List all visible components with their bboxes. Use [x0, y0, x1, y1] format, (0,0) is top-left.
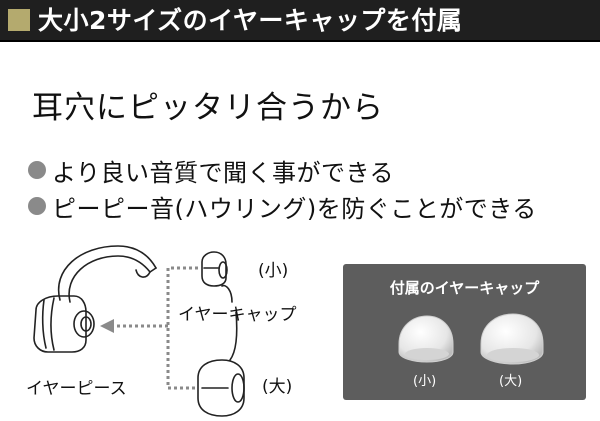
header-title: 大小2サイズのイヤーキャップを付属: [38, 6, 463, 35]
ear-hook-icon: [57, 245, 157, 301]
large-earcap-photo-icon: [480, 313, 544, 365]
panel-small-label: (小): [413, 374, 437, 389]
earpiece-label: イヤーピース: [26, 379, 127, 399]
earphone-diagram: (小) イヤーキャップ (大) イヤーピース: [0, 240, 330, 421]
gray-circle-bullet-icon: [28, 161, 46, 179]
earcap-label: イヤーキャップ: [178, 305, 297, 325]
dotted-connector: [112, 266, 198, 390]
bullet-text: ピーピー音(ハウリング)を防ぐことができる: [52, 194, 537, 223]
large-size-label: (大): [262, 377, 293, 397]
bullet-text: より良い音質で聞く事ができる: [52, 158, 395, 187]
earphone-illustration: [33, 245, 245, 417]
bullet-list: より良い音質で聞く事ができる ピーピー音(ハウリング)を防ぐことができる: [28, 152, 588, 224]
headline: 耳穴にピッタリ合うから: [32, 90, 384, 126]
small-size-label: (小): [258, 261, 289, 281]
included-earcaps-panel: 付属のイヤーキャップ (小) (大): [343, 264, 586, 400]
arrow-left-icon: [100, 319, 114, 333]
bullet-item: より良い音質で聞く事ができる: [28, 152, 588, 188]
earcaps-photo: [398, 313, 544, 365]
panel-title: 付属のイヤーキャップ: [389, 279, 540, 297]
small-earcap-photo-icon: [398, 315, 454, 363]
large-earcap-icon: [197, 359, 245, 417]
gray-circle-bullet-icon: [28, 197, 46, 215]
header-square-icon: [8, 9, 30, 31]
bullet-item: ピーピー音(ハウリング)を防ぐことができる: [28, 188, 588, 224]
small-earcap-icon: [201, 251, 228, 287]
header-bar: 大小2サイズのイヤーキャップを付属: [0, 0, 600, 42]
panel-large-label: (大): [499, 374, 523, 389]
earpiece-body-icon: [33, 295, 95, 353]
